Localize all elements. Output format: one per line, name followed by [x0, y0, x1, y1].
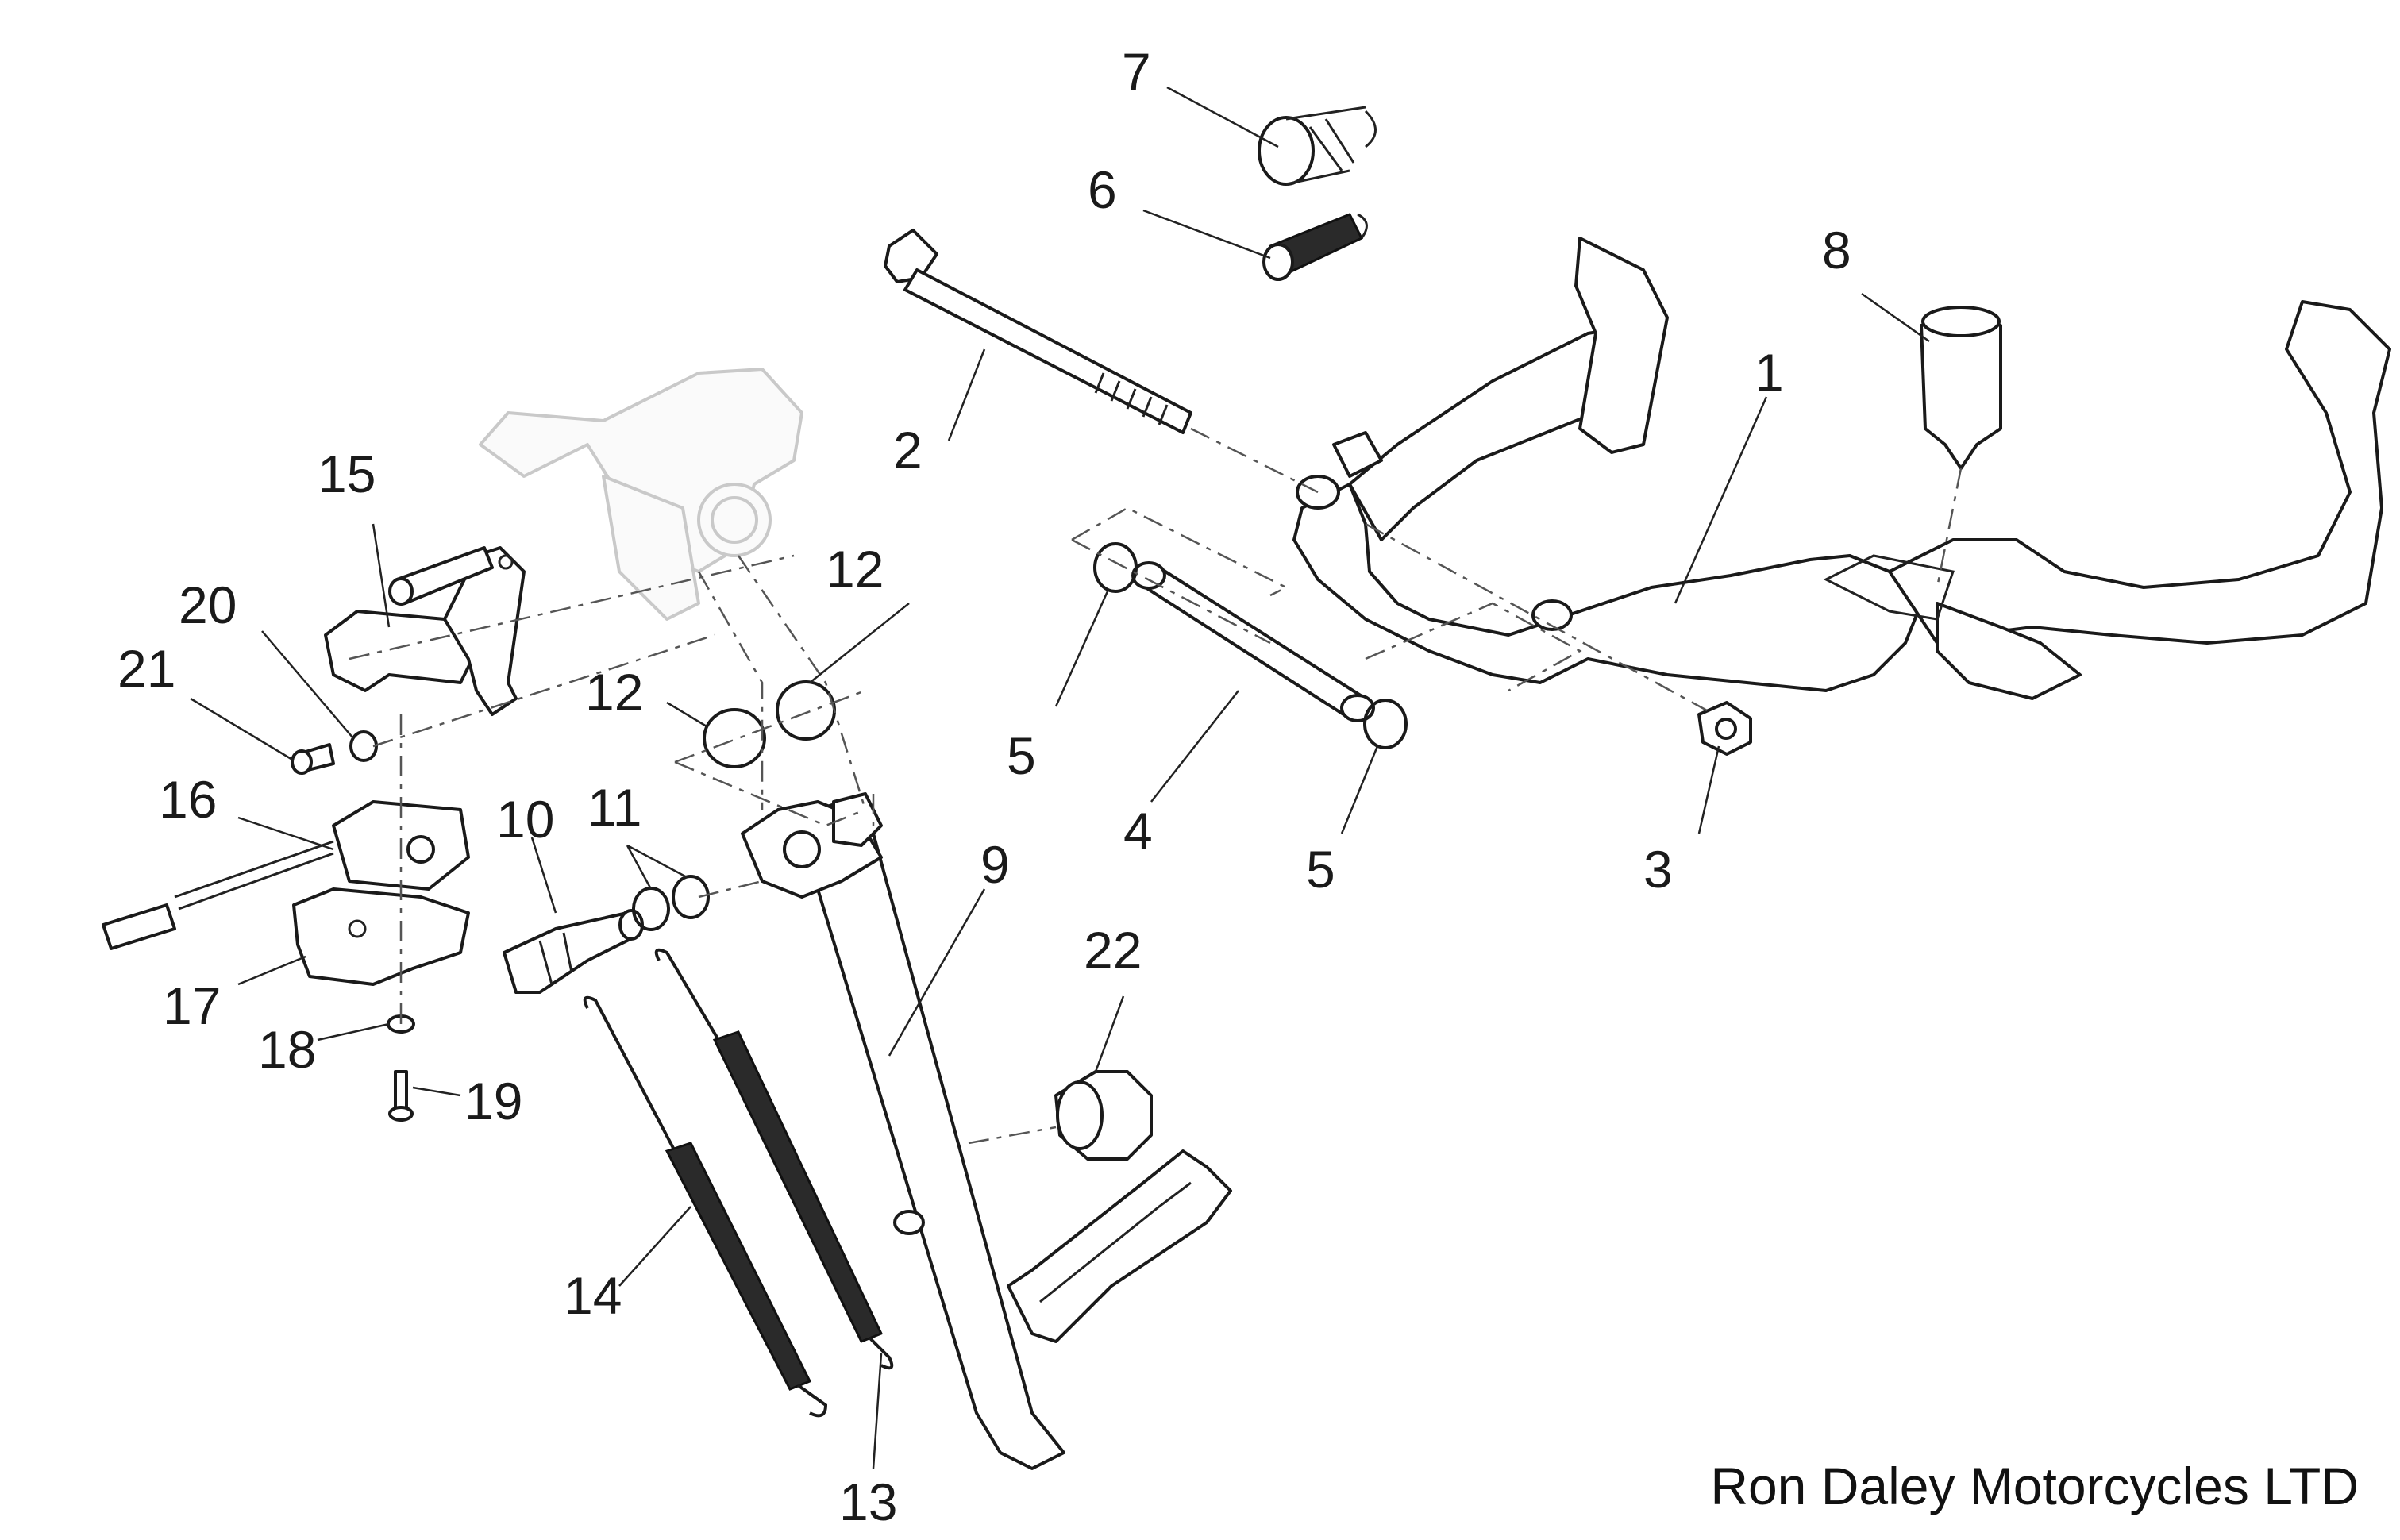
part-22-stand-rubber: [1054, 1070, 1153, 1161]
label-part-3: 3: [1643, 840, 1673, 899]
label-part-6: 6: [1088, 160, 1117, 219]
label-part-18: 18: [258, 1020, 316, 1079]
label-part-7: 7: [1122, 42, 1151, 101]
label-part-15: 15: [318, 445, 376, 503]
part-15-switch-bracket: [324, 546, 526, 716]
part-3-nut: [1697, 701, 1752, 756]
label-part-20: 20: [179, 576, 237, 634]
label-part-8: 8: [1822, 221, 1851, 279]
label-part-5-left: 5: [1007, 726, 1036, 785]
part-14-spring: [583, 995, 828, 1418]
part-10-plunger: [503, 909, 644, 994]
part-17-switch-cover: [292, 887, 470, 986]
frame-bracket-ghost: [479, 368, 803, 621]
part-2-long-bolt: [884, 229, 1192, 434]
label-part-14: 14: [564, 1266, 622, 1325]
label-part-17: 17: [163, 976, 221, 1035]
label-part-10: 10: [496, 790, 554, 849]
part-13-spring: [654, 948, 894, 1370]
part-11-washer-a: [632, 887, 670, 931]
part-9-side-stand: [741, 792, 1232, 1470]
assembly-centerlines: [349, 427, 1963, 1145]
part-19-screw: [388, 1070, 414, 1122]
label-part-12-right: 12: [826, 540, 884, 599]
label-part-5-right: 5: [1306, 840, 1335, 899]
label-part-22: 22: [1084, 921, 1142, 980]
label-part-9: 9: [980, 835, 1010, 894]
part-12-o-ring-a: [703, 708, 766, 768]
part-12-o-ring-b: [776, 680, 836, 741]
label-part-1: 1: [1755, 343, 1784, 402]
part-8-rubber-buffer: [1920, 306, 2002, 470]
label-part-4: 4: [1123, 802, 1153, 860]
part-5-circlip-left: [1093, 542, 1138, 593]
leader-lines: [190, 86, 1930, 1469]
part-labels: 1 2 3 4 5 5 6 7 8 9 10 11 12 12 13 14 15…: [117, 42, 1851, 1531]
label-part-2: 2: [893, 421, 923, 479]
part-11-washer-b: [672, 875, 710, 919]
label-part-19: 19: [464, 1072, 522, 1130]
part-5-circlip-right: [1363, 699, 1408, 749]
part-1-center-stand: [1292, 237, 2391, 700]
part-21-bolt: [291, 743, 335, 775]
part-20-washer: [349, 730, 378, 762]
part-6-spring: [1262, 213, 1368, 281]
part-7-spring: [1258, 106, 1377, 186]
label-part-16: 16: [159, 770, 217, 829]
label-part-12-left: 12: [585, 663, 643, 722]
dealer-watermark: Ron Daley Motorcycles LTD: [1710, 1457, 2359, 1515]
label-part-11: 11: [587, 778, 642, 837]
label-part-21: 21: [117, 639, 175, 698]
label-part-13: 13: [839, 1473, 897, 1531]
